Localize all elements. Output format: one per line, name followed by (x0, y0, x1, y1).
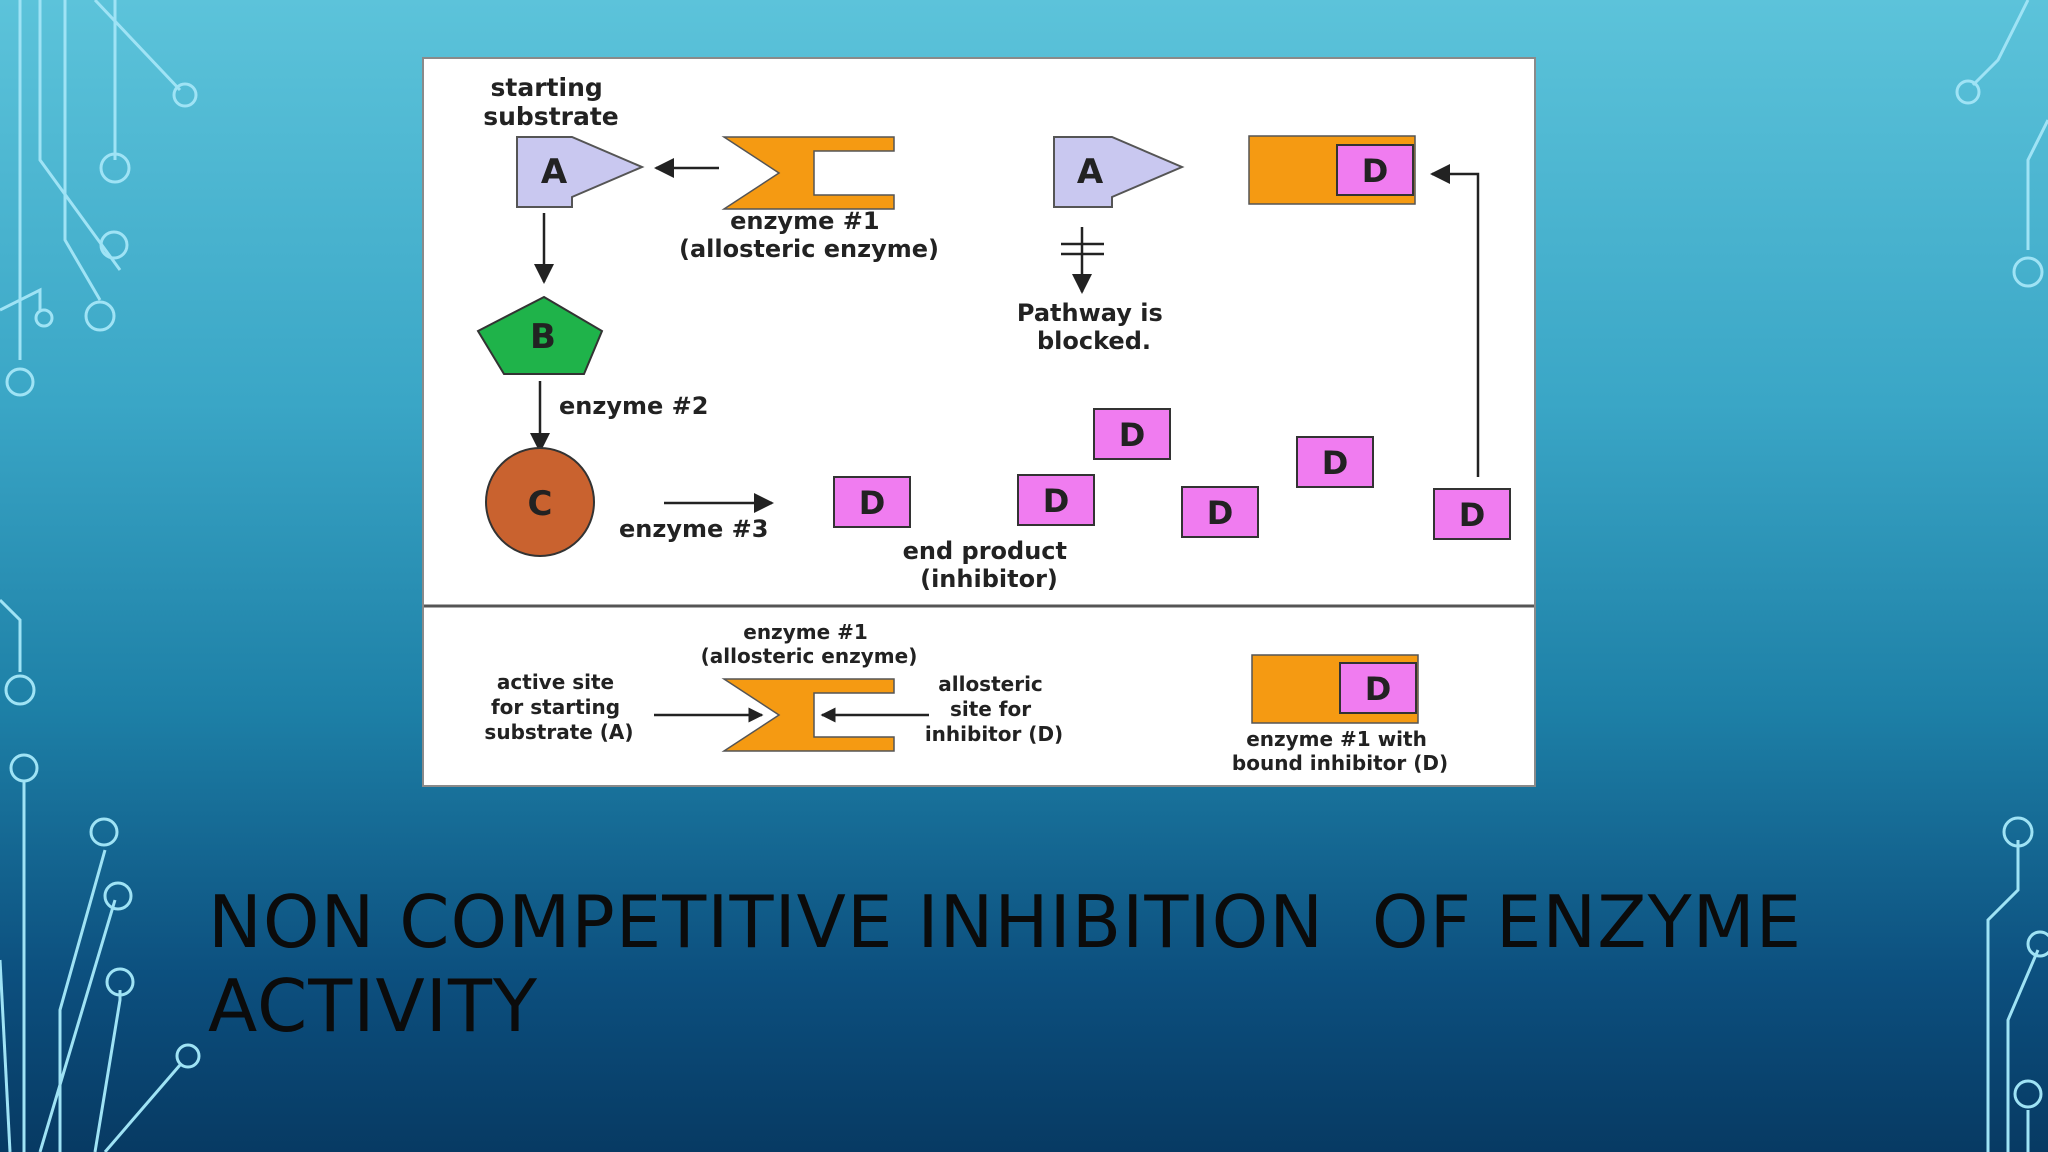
svg-text:C: C (528, 484, 553, 524)
enzyme-2-label: enzyme #2 (559, 392, 708, 420)
molecule-c-shape: C (485, 447, 595, 557)
svg-text:D: D (1043, 482, 1070, 520)
molecule-b-shape: B (476, 295, 604, 375)
svg-text:A: A (1077, 152, 1104, 192)
svg-text:B: B (530, 317, 556, 357)
circuit-decoration-left (0, 0, 201, 1152)
enzyme-1-shape (721, 136, 895, 210)
slide-title: NON COMPETITIVE INHIBITION OF ENZYME ACT… (208, 880, 1827, 1048)
svg-text:D: D (1459, 496, 1486, 534)
svg-text:D: D (1119, 416, 1146, 454)
end-product-label: end product (inhibitor) (903, 537, 1076, 593)
legend-enzyme-1-shape (721, 678, 895, 752)
inhibitor-d-4: D (1181, 486, 1259, 538)
svg-text:D: D (1207, 494, 1234, 532)
pathway-blocked-label: Pathway is blocked. (1017, 299, 1171, 355)
svg-text:D: D (1322, 444, 1349, 482)
diagram-canvas: starting substrate A enzyme #1 (alloster… (424, 73, 1534, 775)
blocked-arrow (1061, 227, 1104, 294)
svg-text:D: D (1365, 670, 1392, 708)
feedback-arrow (1430, 164, 1480, 477)
starting-substrate-label: starting substrate (483, 73, 619, 131)
legend-enzyme-1-label: enzyme #1 (allosteric enzyme) (701, 620, 918, 668)
enzyme-inhibition-diagram: starting substrate A enzyme #1 (alloster… (422, 57, 1536, 787)
inhibitor-d-6: D (1433, 488, 1511, 540)
allosteric-site-label: allosteric site for inhibitor (D) (925, 672, 1063, 746)
enzyme-bound-inhibitor-top: D (1248, 135, 1416, 205)
legend-enzyme-bound-inhibitor: D (1251, 654, 1419, 724)
active-site-label: active site for starting substrate (A) (484, 670, 633, 744)
inhibitor-d-1: D (833, 476, 911, 528)
bound-inhibitor-label: enzyme #1 with bound inhibitor (D) (1232, 727, 1448, 775)
enzyme-3-label: enzyme #3 (619, 515, 768, 543)
svg-text:A: A (541, 152, 568, 192)
enzyme-1-label: enzyme #1 (allosteric enzyme) (679, 207, 939, 263)
inhibitor-d-5: D (1296, 436, 1374, 488)
svg-text:D: D (859, 484, 886, 522)
substrate-a-shape: A (516, 136, 645, 208)
svg-text:D: D (1362, 152, 1389, 190)
circuit-decoration-right (1955, 0, 2048, 1152)
inhibitor-d-3: D (1093, 408, 1171, 460)
inhibitor-d-2: D (1017, 474, 1095, 526)
substrate-a-blocked-shape: A (1053, 136, 1185, 208)
